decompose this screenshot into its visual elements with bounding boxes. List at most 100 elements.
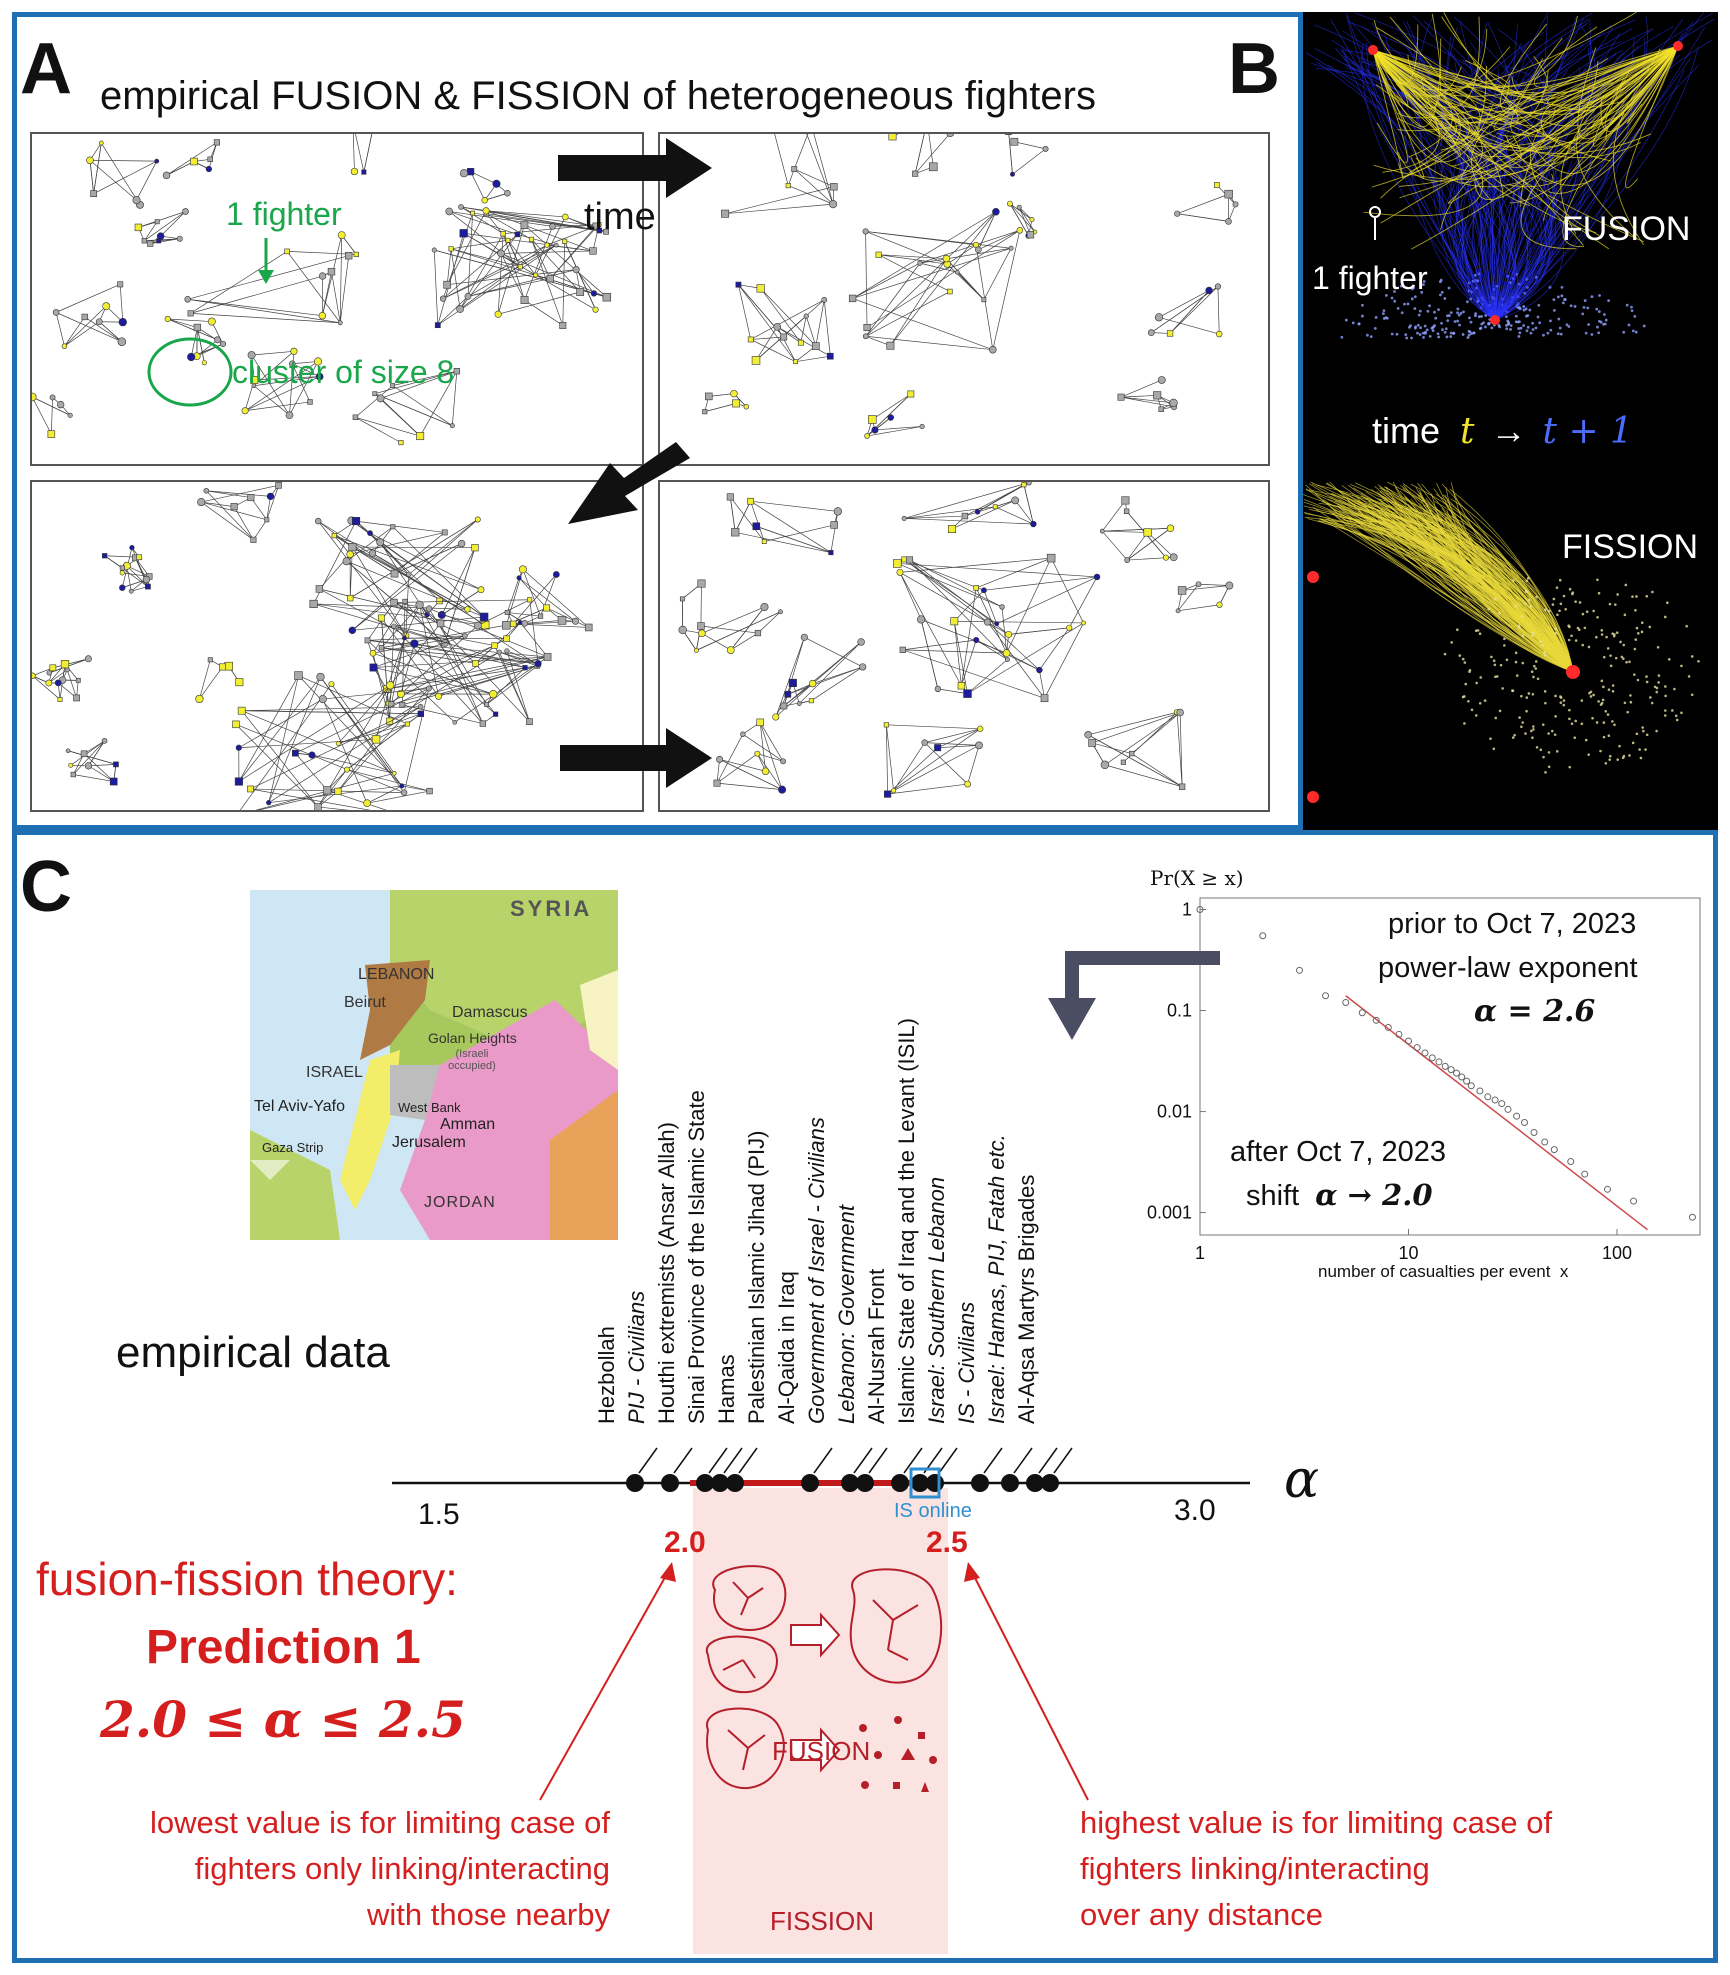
empirical-data-label: empirical data: [116, 1328, 390, 1377]
network-cluster: [1117, 376, 1178, 412]
inset-data-point: [1530, 1129, 1538, 1137]
network-cluster: [241, 347, 324, 420]
inset-data-point: [1342, 999, 1350, 1007]
inset-data-point: [1513, 1112, 1521, 1120]
panel-a-overlay: [147, 138, 712, 788]
network-graph-3: [32, 482, 593, 810]
time-arrow-right-bottom-icon: [560, 728, 712, 788]
shift-word: shift: [1246, 1180, 1300, 1212]
group-label: Al-Nusrah Front: [864, 1268, 889, 1424]
prediction-band: [693, 1488, 948, 1954]
is-online-label: IS online: [894, 1500, 972, 1522]
fusion-fission-schematic: [705, 1565, 943, 1792]
tick-label-1-5: 1.5: [418, 1498, 460, 1531]
group-label: Hamas: [714, 1354, 739, 1424]
inset-data-point: [1441, 1062, 1449, 1070]
alpha-dot: [971, 1474, 989, 1492]
cluster-highlight-icon: [147, 337, 233, 407]
network-snapshot-2: [658, 132, 1270, 466]
inset-data-point: [1395, 1030, 1403, 1038]
inset-data-point: [1484, 1093, 1492, 1101]
network-cluster: [1175, 581, 1234, 614]
network-cluster: [52, 281, 127, 349]
fission-label: FISSION: [1562, 528, 1699, 566]
network-cluster: [772, 633, 867, 721]
map-beirut-label: Beirut: [344, 994, 386, 1011]
map-gaza-label: Gaza Strip: [262, 1140, 324, 1155]
network-snapshot-3: [30, 480, 644, 812]
alpha-leader-line: [903, 1447, 923, 1474]
alpha-dot: [626, 1474, 644, 1492]
inset-data-point: [1447, 1066, 1455, 1074]
high-note-arrow-icon: [964, 1562, 1089, 1801]
network-cluster: [713, 718, 787, 794]
alpha-leader-line: [1053, 1447, 1073, 1474]
network-cluster: [352, 368, 460, 446]
network-snapshot-1: [30, 132, 644, 466]
group-label: Hezbollah: [594, 1326, 619, 1424]
inset-data-point: [1521, 1118, 1529, 1126]
inset-data-point: [1295, 966, 1303, 974]
alpha-dot: [1041, 1474, 1059, 1492]
shift-alpha: α → 2.0: [1315, 1178, 1433, 1212]
alpha-dot: [711, 1474, 729, 1492]
inset-data-point: [1541, 1138, 1549, 1146]
fission-cluster-icon: [706, 1707, 785, 1790]
network-cluster: [431, 204, 612, 329]
alpha-dot: [926, 1474, 944, 1492]
map-damascus-label: Damascus: [452, 1004, 528, 1021]
low-note-arrow-icon: [539, 1562, 676, 1801]
time-arrow-right-top-icon: [558, 138, 712, 198]
map-golan-note: (Israeli occupied): [448, 1048, 496, 1072]
inset-data-point: [1435, 1058, 1443, 1066]
inset-ylabel: Pr(X ≥ x): [1150, 866, 1244, 890]
prior-alpha: α = 2.6: [1474, 994, 1596, 1029]
note-pointer-arrows: [539, 1562, 1089, 1801]
region-map-graphic: [250, 890, 618, 1240]
inset-x-tick: 1: [1195, 1243, 1205, 1263]
inset-data-point: [1603, 1185, 1611, 1193]
network-cluster: [1099, 496, 1178, 563]
network-cluster: [162, 139, 220, 180]
map-lebanon-label: LEBANON: [358, 966, 435, 983]
time-t-plus-one: t + 1: [1542, 411, 1633, 452]
network-cluster: [32, 655, 92, 702]
network-cluster: [702, 389, 750, 415]
network-cluster: [1005, 134, 1049, 177]
fusion-arrow-icon: [790, 1612, 841, 1658]
fusion-cluster-b-icon: [705, 1635, 778, 1694]
after-line: after Oct 7, 2023: [1230, 1136, 1447, 1168]
theory-heading: fusion-fission theory:: [36, 1553, 458, 1605]
inset-data-point: [1688, 1213, 1696, 1221]
network-cluster: [459, 168, 511, 204]
alpha-dot: [661, 1474, 679, 1492]
group-label: Al-Qaida in Iraq: [774, 1271, 799, 1424]
alpha-leader-line: [638, 1447, 658, 1474]
alpha-symbol: α: [1284, 1450, 1320, 1510]
network-cluster: [1007, 200, 1038, 239]
network-cluster: [502, 565, 593, 632]
fusion-simulation: [1305, 11, 1715, 340]
network-snapshot-4: [658, 480, 1270, 812]
inset-y-tick: 1: [1182, 900, 1192, 920]
alpha-leader-line: [708, 1447, 728, 1474]
inset-data-point: [1458, 1073, 1466, 1081]
simulation-render: [1302, 11, 1715, 803]
inset-y-tick: 0.01: [1157, 1102, 1192, 1122]
alpha-dot: [841, 1474, 859, 1492]
network-cluster: [195, 657, 244, 704]
group-label: Lebanon: Government: [834, 1205, 859, 1424]
network-cluster: [893, 553, 1101, 703]
map-jerusalem-label: Jerusalem: [392, 1134, 466, 1151]
alpha-leader-line: [1038, 1447, 1058, 1474]
group-label: Islamic State of Iraq and the Levant (IS…: [894, 1018, 919, 1424]
inset-data-point: [1196, 906, 1204, 914]
alpha-dot: [801, 1474, 819, 1492]
alpha-dot: [856, 1474, 874, 1492]
network-cluster: [350, 134, 373, 176]
panel-c-frame: [12, 830, 1718, 1963]
panel-c-letter: C: [20, 847, 72, 927]
inset-data-point: [1476, 1087, 1484, 1095]
network-cluster: [1174, 182, 1239, 225]
